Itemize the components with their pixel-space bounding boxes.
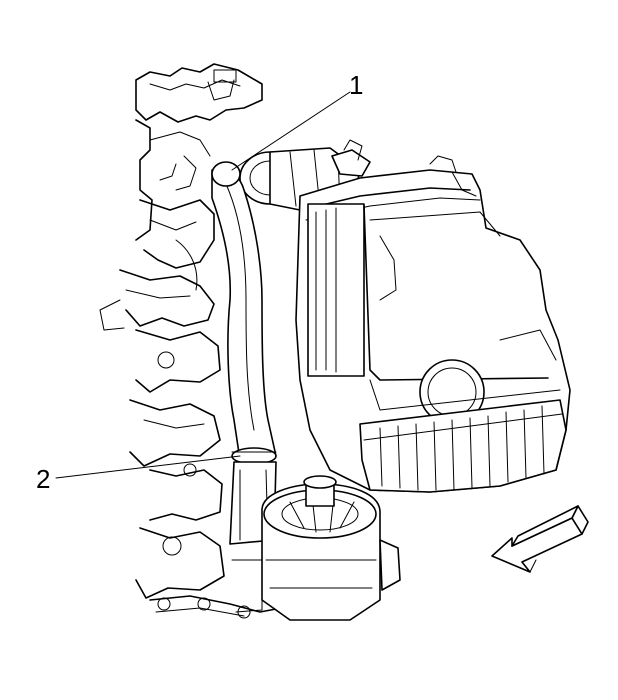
- callout-1: 1: [231, 70, 363, 171]
- engine-block: [99, 63, 293, 619]
- air-pump: [231, 475, 401, 621]
- callout-2: 2: [36, 455, 241, 494]
- intake-throttle: [239, 139, 371, 211]
- callout-label-2: 2: [36, 464, 50, 494]
- leader-line-1: [231, 91, 351, 171]
- air-cleaner-housing: [295, 155, 571, 493]
- callout-label-1: 1: [349, 70, 363, 100]
- arrow-icon: [491, 505, 589, 573]
- leader-line-2: [55, 455, 241, 479]
